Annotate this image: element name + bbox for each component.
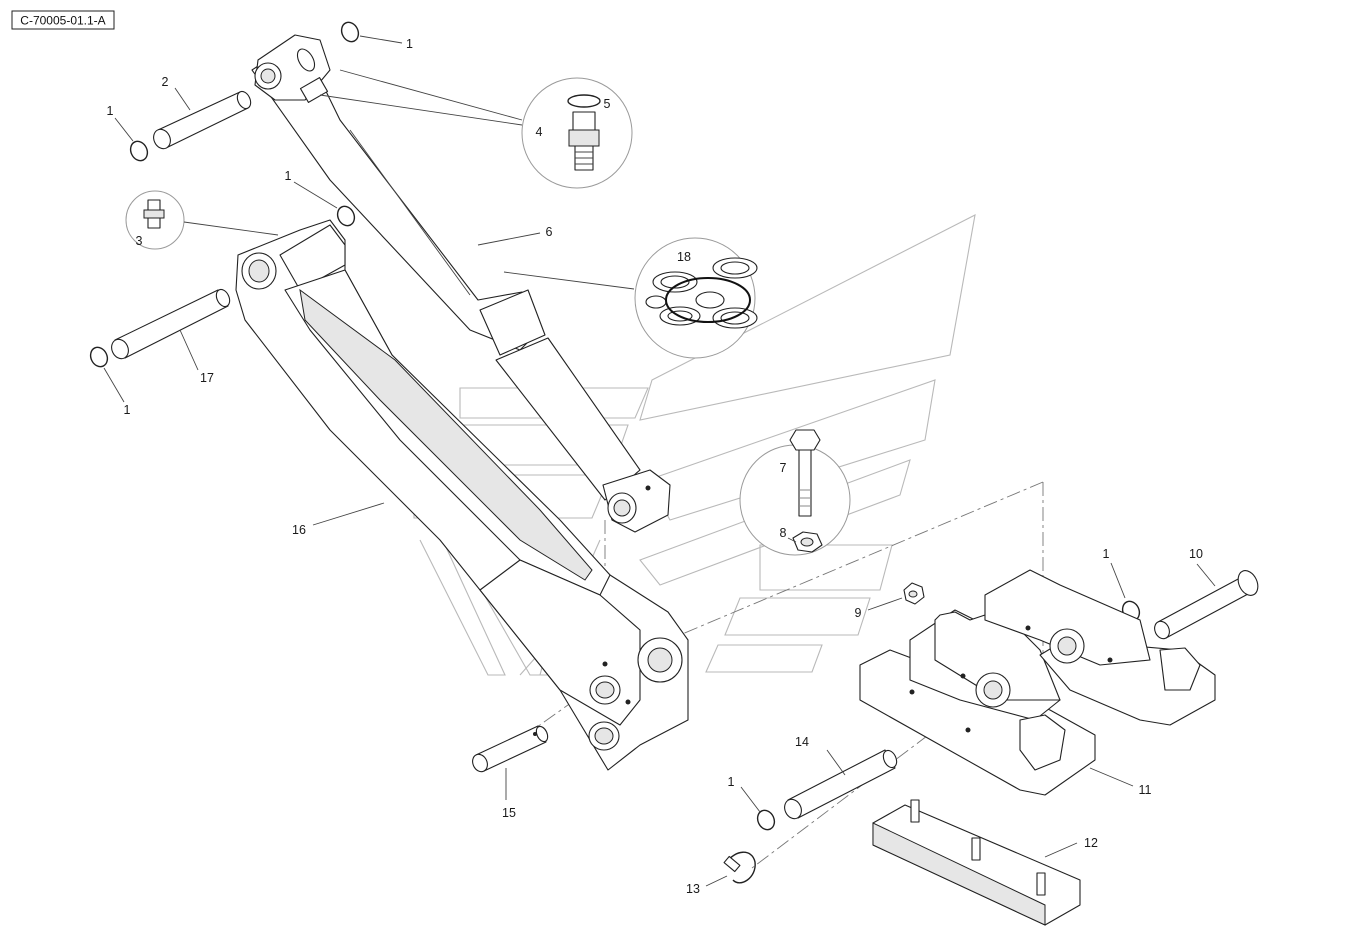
callout-4: 4	[536, 125, 543, 139]
callout-15: 15	[502, 806, 516, 820]
reference-code: C-70005-01.1-A	[20, 14, 105, 28]
callout-14: 14	[795, 735, 809, 749]
pin-14	[784, 749, 898, 820]
pin-2	[153, 90, 252, 150]
callout-5: 5	[604, 97, 611, 111]
linch-pin-13	[723, 851, 756, 884]
callout-10: 10	[1189, 547, 1203, 561]
callout-12: 12	[1084, 836, 1098, 850]
callout-6: 6	[546, 225, 553, 239]
callout-2: 2	[162, 75, 169, 89]
callout-1-lower: 1	[728, 775, 735, 789]
leader-lines	[103, 35, 1216, 887]
circlip-parts	[89, 21, 1141, 831]
callout-1-right: 1	[1103, 547, 1110, 561]
reference-code-box: C-70005-01.1-A	[11, 10, 115, 30]
callout-16: 16	[292, 523, 306, 537]
nut-9	[903, 582, 925, 605]
detail-grease-nipple	[125, 190, 185, 250]
callout-1-left: 1	[107, 104, 114, 118]
callout-17: 17	[200, 371, 214, 385]
dipper-arm	[235, 219, 689, 771]
detail-seal-kit	[634, 237, 758, 359]
plate-12	[872, 799, 1081, 926]
pin-10	[1154, 570, 1259, 640]
hydraulic-cylinder	[251, 34, 671, 533]
pin-17	[111, 288, 231, 360]
bracket-11-rear	[984, 569, 1216, 726]
callout-11: 11	[1139, 783, 1152, 797]
bracket-11	[859, 609, 1096, 796]
callout-labels: 1 1 2 3 1 4 5 6 18 17 1 16 7 8 9 1 10 11…	[107, 37, 1203, 896]
callout-1-top: 1	[406, 37, 413, 51]
callout-1-mid: 1	[285, 169, 292, 183]
callout-1-bottom-left: 1	[124, 403, 131, 417]
callout-13: 13	[686, 882, 700, 896]
detail-bolt-nut	[739, 429, 851, 556]
pin-15	[472, 725, 549, 773]
detail-fitting	[521, 77, 633, 189]
callout-18: 18	[677, 250, 691, 264]
callout-3: 3	[136, 234, 143, 248]
callout-7: 7	[780, 461, 787, 475]
callout-8: 8	[780, 526, 787, 540]
callout-9: 9	[855, 606, 862, 620]
